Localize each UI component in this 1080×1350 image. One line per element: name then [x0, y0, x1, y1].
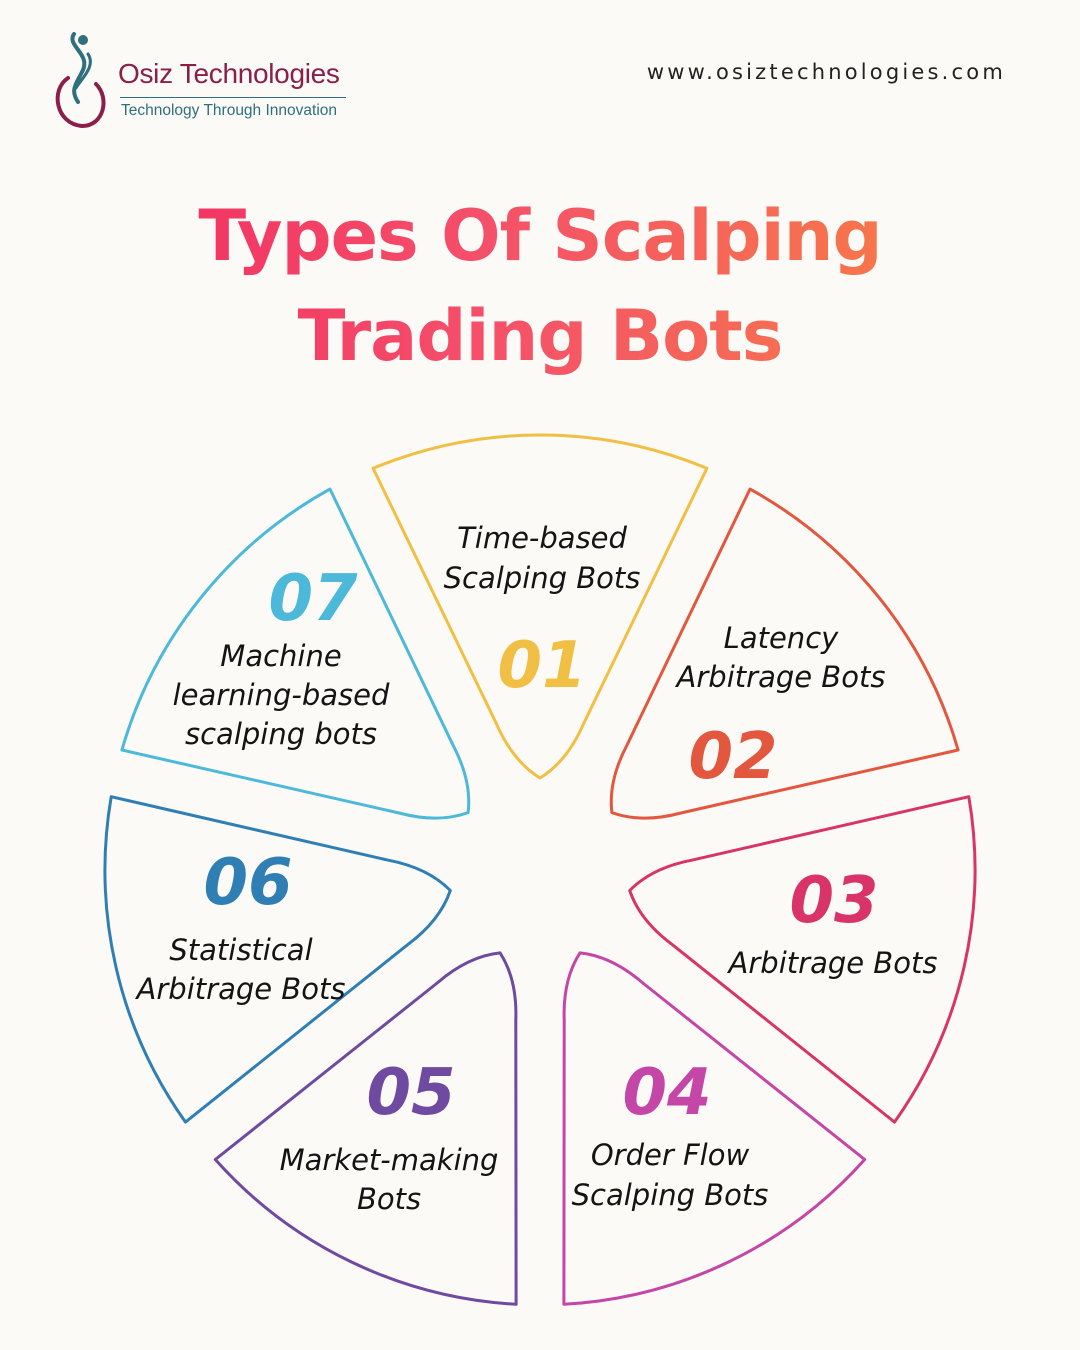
segment-01-label: Scalping Bots [444, 561, 641, 595]
logo: Osiz Technologies Technology Through Inn… [52, 32, 372, 132]
title-line-2: Trading Bots [0, 286, 1080, 386]
segment-05-label: Bots [357, 1182, 421, 1216]
segment-01-label: Time-based [457, 521, 627, 555]
title-line-1: Types Of Scalping [0, 186, 1080, 286]
logo-mark-icon [55, 32, 106, 128]
segment-02-label: Latency [724, 621, 839, 655]
page-title: Types Of Scalping Trading Bots [0, 186, 1080, 386]
segment-04-label: Order Flow [591, 1138, 750, 1172]
logo-tagline: Technology Through Innovation [121, 102, 338, 119]
segment-05-label: Market-making [280, 1143, 499, 1177]
segment-04-label: Scalping Bots [572, 1178, 769, 1212]
segment-07-label: Machine [220, 639, 341, 673]
website-url: www.osiztechnologies.com [646, 60, 1006, 84]
logo-divider [120, 97, 346, 98]
segment-05-number: 05 [366, 1056, 455, 1130]
segment-06-outline [103, 795, 452, 1124]
segment-04-outline [562, 951, 867, 1306]
segment-03-number: 03 [789, 864, 878, 938]
segment-01-number: 01 [497, 629, 586, 703]
segment-05-outline [213, 951, 518, 1306]
segment-07-outline [120, 487, 471, 820]
logo-name: Osiz Technologies [118, 58, 340, 89]
segment-06-label: Arbitrage Bots [135, 972, 346, 1006]
segment-07-label: learning-based [173, 678, 390, 712]
segment-04-number: 04 [622, 1056, 711, 1130]
segment-03-outline [628, 795, 977, 1124]
segment-07-label: scalping bots [185, 717, 377, 751]
segment-03-label: Arbitrage Bots [727, 946, 938, 980]
segment-06-label: Statistical [169, 933, 312, 967]
segment-01-outline [371, 433, 709, 780]
segment-02-outline [609, 487, 960, 820]
segment-02-label: Arbitrage Bots [675, 660, 886, 694]
segment-06-number: 06 [203, 846, 292, 920]
segment-07-number: 07 [268, 562, 358, 636]
segment-02-number: 02 [688, 720, 777, 794]
